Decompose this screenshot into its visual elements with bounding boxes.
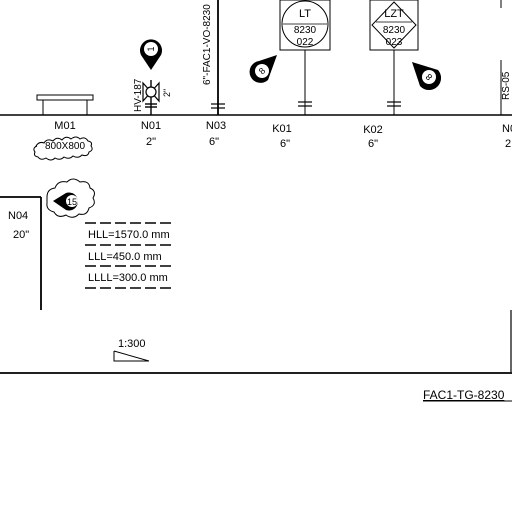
svg-text:8: 8 — [257, 66, 268, 77]
svg-text:15: 15 — [67, 197, 77, 207]
line-label-rs-05: RS-05 — [501, 71, 512, 100]
revision-flag-8b: 8 — [412, 62, 442, 91]
level-llll: LLLL=300.0 mm — [88, 272, 168, 284]
instrument-number-lt: 022 — [297, 37, 314, 48]
drawing-number: FAC1-TG-8230 — [423, 388, 505, 402]
manhole-m01: M01 800X800 — [33, 94, 94, 161]
nozzle-tag-n0: N0 — [502, 123, 512, 135]
level-lll: LLL=450.0 mm — [88, 251, 162, 263]
instrument-loop-lt: 8230 — [294, 25, 317, 36]
revision-flag-8a: 8 — [249, 55, 277, 83]
nozzle-size-n0: 2 — [505, 138, 511, 150]
valve-hv-187: HV-187 2" — [133, 78, 172, 115]
nozzle-size-n04: 20" — [13, 229, 29, 241]
nozzle-tag-n01: N01 — [141, 120, 161, 132]
revision-flag-1: 1 — [140, 39, 162, 70]
nozzle-tag-n04: N04 — [8, 210, 28, 222]
valve-tag: HV-187 — [133, 78, 144, 112]
nozzle-size-n03: 6" — [209, 136, 219, 148]
nozzle-n04: N04 20" — [0, 196, 42, 310]
nozzle-size-n01: 2" — [146, 136, 156, 148]
instrument-lt: LT 8230 022 K01 6" — [272, 0, 331, 150]
instrument-number-lzt: 023 — [386, 37, 403, 48]
pipe-rs-05: RS-05 N0 2 — [500, 0, 512, 150]
line-number: 6"-FAC1-VO-8230 — [202, 4, 213, 85]
instrument-loop-lzt: 8230 — [383, 25, 406, 36]
instrument-lzt: LZT 8230 023 K02 6" — [363, 0, 419, 150]
svg-text:1: 1 — [146, 46, 156, 51]
nozzle-tag-m01: M01 — [54, 120, 75, 132]
slope-symbol: 1:300 — [113, 338, 150, 362]
revision-flag-15: 15 — [46, 178, 95, 218]
nozzle-tag-k01: K01 — [272, 123, 292, 135]
instrument-type-lt: LT — [299, 8, 311, 20]
nozzle-size-k01: 6" — [280, 138, 290, 150]
svg-text:8: 8 — [424, 72, 435, 83]
level-settings: HLL=1570.0 mm LLL=450.0 mm LLLL=300.0 mm — [85, 222, 172, 289]
instrument-type-lzt: LZT — [384, 8, 404, 20]
valve-size: 2" — [162, 89, 172, 97]
level-hll: HLL=1570.0 mm — [88, 229, 170, 241]
nozzle-size-m01: 800X800 — [45, 141, 85, 152]
nozzle-size-k02: 6" — [368, 138, 378, 150]
nozzle-tag-n03: N03 — [206, 120, 226, 132]
nozzle-tag-k02: K02 — [363, 124, 383, 136]
pipe-n03: 6"-FAC1-VO-8230 N03 6" — [202, 0, 226, 148]
revision-cloud-m01 — [33, 136, 93, 161]
slope-label: 1:300 — [118, 338, 146, 350]
